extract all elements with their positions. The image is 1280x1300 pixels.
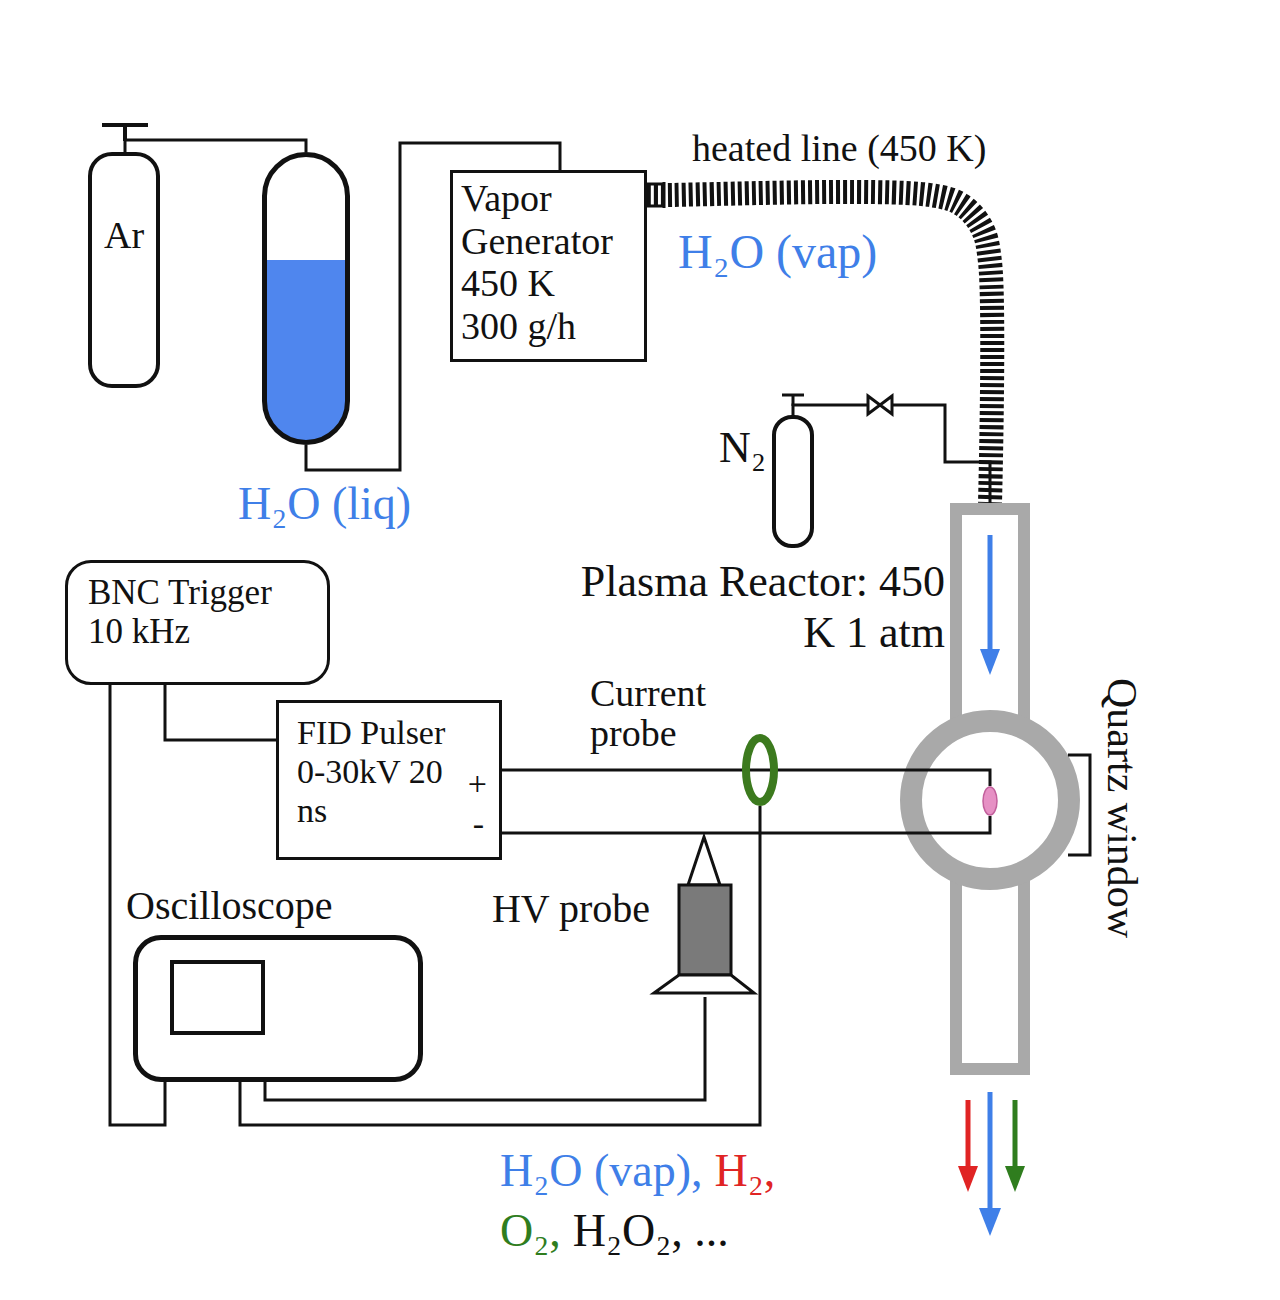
flow-arrow [980,535,1000,675]
shape-outline [652,835,756,997]
output-arrows [958,1092,1025,1236]
node-label: Oscilloscope [126,884,333,929]
valve-symbol [868,396,892,414]
node-label: HV probe [492,887,650,932]
edge-label: heated line (450 K) [692,128,986,170]
node-label: - [473,805,484,843]
water-fill [265,260,347,442]
gas-cylinder: N₂ [772,415,814,548]
heated-line [647,192,992,503]
cylinder-body [774,417,812,546]
plasma-reactor: Plasma Reactor: 450 K 1 atm [900,503,1095,1078]
node-label: H₂O (liq) [238,478,411,530]
process-box: Vapor Generator 450 K 300 g/h [450,170,647,362]
node-label: + [468,765,487,803]
node-label: Current probe [590,674,740,753]
flow-label: H₂O (vap) [678,226,877,279]
product-label: H₂O (vap), [500,1146,703,1197]
electrodes [900,770,990,833]
cylinder-body [90,154,158,386]
connector-wire [125,140,306,152]
node-label: Ar [88,214,160,257]
shape-outline [88,152,160,388]
connector-wire [502,832,900,835]
gas-cylinder: Ar [88,152,160,388]
shape-outline [262,152,350,445]
product-line: O₂,H₂O₂, ... [500,1206,741,1257]
hv-probe-symbol [654,837,754,993]
node-label: N₂ [719,423,766,472]
node-label: FID Pulser 0-30kV 20 ns [297,713,449,830]
window-bracket [1068,755,1090,855]
tank-outline [265,155,348,443]
plasma-discharge [983,787,997,815]
current-probe-ring [746,738,774,802]
product-label: H₂O₂, ... [573,1206,729,1257]
node-label: Plasma Reactor: 450 K 1 atm [565,557,945,658]
product-line: H₂O (vap),H₂, [500,1146,787,1197]
pulser-box: FID Pulser 0-30kV 20 ns +- [276,700,502,860]
connector-wire [793,405,990,503]
product-label: H₂, [715,1146,776,1197]
window-label: Quartz window [1099,678,1145,938]
trigger-box: BNC Trigger 10 kHz [65,560,330,685]
shape-outline [742,734,778,806]
node-label: BNC Trigger 10 kHz [88,573,307,651]
water-tank: H₂O (liq) [262,152,350,445]
connector-wire [165,685,276,740]
oscilloscope-box: Oscilloscope [133,935,423,1082]
node-label: Vapor Generator 450 K 300 g/h [461,177,616,347]
product-label: O₂, [500,1206,561,1257]
current-probe: Current probe [742,734,778,806]
scope-screen [170,960,265,1035]
shape-outline [772,415,814,548]
connector-wire [502,769,900,772]
hv-probe: HV probe [652,835,756,997]
